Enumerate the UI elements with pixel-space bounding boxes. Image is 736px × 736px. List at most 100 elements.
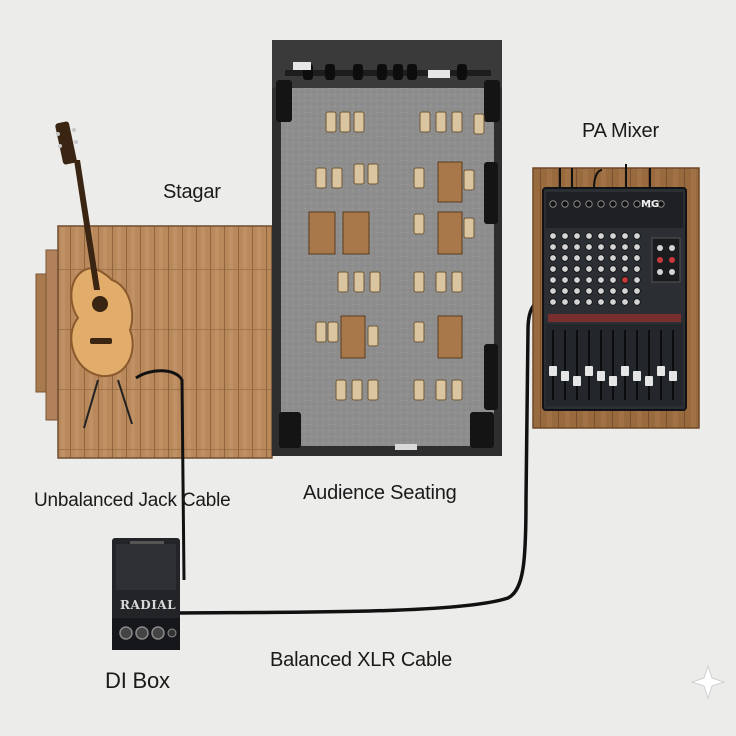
mixer-knob xyxy=(597,254,605,262)
spotlight-icon xyxy=(393,64,403,80)
fader-track xyxy=(588,330,590,400)
mixer-knob xyxy=(585,276,593,284)
mixer-knob xyxy=(597,243,605,251)
chair xyxy=(413,271,425,293)
chair xyxy=(353,163,365,185)
input-jack xyxy=(597,200,605,208)
mixer-knob xyxy=(621,265,629,273)
table xyxy=(437,211,463,255)
mixer-knob xyxy=(609,254,617,262)
chair xyxy=(369,271,381,293)
mixer-knob xyxy=(573,298,581,306)
chair xyxy=(327,321,339,343)
speaker-icon xyxy=(484,80,500,122)
mixer-knob xyxy=(561,232,569,240)
mixer-knob xyxy=(633,254,641,262)
speaker-icon xyxy=(279,412,301,448)
mixer-knob xyxy=(549,298,557,306)
input-jack xyxy=(561,200,569,208)
mixer-knob xyxy=(549,243,557,251)
chair xyxy=(331,167,343,189)
spotlight-icon xyxy=(325,64,335,80)
fader-track xyxy=(552,330,554,400)
fader-cap xyxy=(573,376,581,386)
mixer-knob xyxy=(633,232,641,240)
mixer-knob xyxy=(621,254,629,262)
table xyxy=(437,315,463,359)
fader-cap xyxy=(561,371,569,381)
chair xyxy=(367,163,379,185)
fader-track xyxy=(612,330,614,400)
input-jack xyxy=(549,200,557,208)
fader-track xyxy=(648,330,650,400)
chair xyxy=(353,111,365,133)
mixer-knob xyxy=(561,254,569,262)
chair xyxy=(413,321,425,343)
guitar-icon xyxy=(55,121,134,429)
mixer-knob xyxy=(585,298,593,306)
mixer-knob xyxy=(609,276,617,284)
fader-cap xyxy=(621,366,629,376)
chair xyxy=(435,379,447,401)
chair xyxy=(413,167,425,189)
input-jack xyxy=(657,200,665,208)
mixer-knob xyxy=(633,287,641,295)
mixer-knob xyxy=(597,232,605,240)
chair xyxy=(451,271,463,293)
table xyxy=(342,211,370,255)
mixer-knob xyxy=(621,287,629,295)
mixer-knob xyxy=(633,265,641,273)
speaker-icon xyxy=(470,412,494,448)
chair xyxy=(435,111,447,133)
fader-cap xyxy=(597,371,605,381)
mixer-knob xyxy=(597,287,605,295)
fader-track xyxy=(636,330,638,400)
input-jack xyxy=(585,200,593,208)
speaker-icon xyxy=(484,162,498,224)
mixer-knob xyxy=(573,243,581,251)
mixer-knob xyxy=(549,287,557,295)
xlr-cable-label: Balanced XLR Cable xyxy=(270,649,453,671)
input-jack xyxy=(645,200,653,208)
chair xyxy=(337,271,349,293)
mixer-knob xyxy=(573,265,581,273)
mixer-knob xyxy=(561,298,569,306)
di-box-label: DI Box xyxy=(105,668,170,693)
mixer-knob xyxy=(549,232,557,240)
mixer-knob xyxy=(585,254,593,262)
fader-cap xyxy=(585,366,593,376)
mixer-knob xyxy=(585,243,593,251)
mixer-knob xyxy=(609,265,617,273)
chair xyxy=(325,111,337,133)
mixer-knob xyxy=(633,243,641,251)
mixer-knob xyxy=(585,232,593,240)
speaker-icon xyxy=(484,344,498,410)
di-box-brand: RADIAL xyxy=(120,598,177,612)
stage-label: Stagar xyxy=(163,181,221,203)
chair xyxy=(451,111,463,133)
chair xyxy=(315,321,327,343)
mixer-knob xyxy=(633,276,641,284)
mixer-knob xyxy=(609,243,617,251)
spotlight-icon xyxy=(407,64,417,80)
mixer-knob xyxy=(573,254,581,262)
mixer-knob xyxy=(573,276,581,284)
fader-cap xyxy=(669,371,677,381)
chair xyxy=(419,111,431,133)
pa-mixer-label: PA Mixer xyxy=(582,120,659,142)
sparkle-icon xyxy=(690,664,726,700)
table xyxy=(437,161,463,203)
mixer-knob xyxy=(549,265,557,273)
mixer-knob xyxy=(609,232,617,240)
master-knob xyxy=(669,257,675,263)
fader-cap xyxy=(609,376,617,386)
chair xyxy=(413,213,425,235)
chair xyxy=(339,111,351,133)
table xyxy=(340,315,366,359)
unbalanced-jack-cable xyxy=(135,369,186,581)
mixer-knob xyxy=(549,254,557,262)
chair xyxy=(451,379,463,401)
fader-track xyxy=(600,330,602,400)
chair xyxy=(315,167,327,189)
